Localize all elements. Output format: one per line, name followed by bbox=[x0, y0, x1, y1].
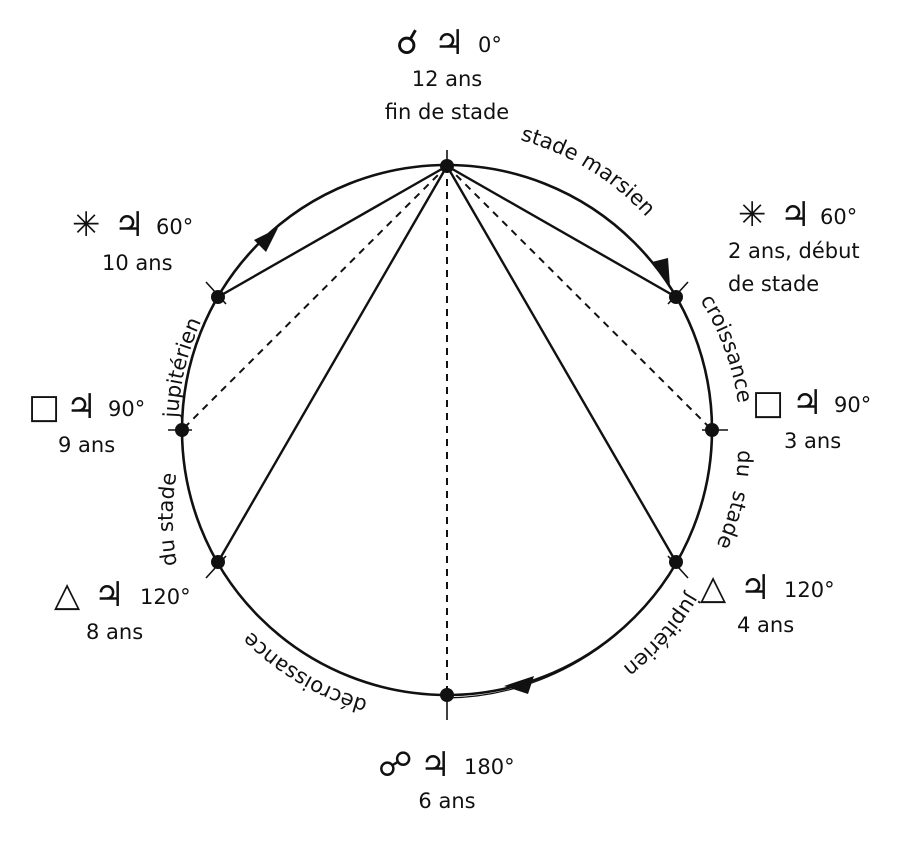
chord-top-to-left-120 bbox=[216, 165, 449, 563]
jupiter-icon: ♃ bbox=[66, 387, 96, 427]
point-0 bbox=[440, 159, 454, 173]
label-trine-waning: △ ♃ 120° 8 ans bbox=[54, 575, 191, 644]
chord-top-to-right-60 bbox=[446, 164, 677, 299]
angle-label: 0° bbox=[478, 33, 502, 57]
jupiter-icon: ♃ bbox=[94, 575, 124, 615]
label-square-waxing: □ ♃ 90° 3 ans bbox=[752, 383, 871, 453]
chord-top-to-left-90 bbox=[181, 165, 448, 431]
sextile-icon: ✳ bbox=[738, 195, 767, 235]
chord-top-to-left-60 bbox=[217, 164, 448, 299]
point-right-90 bbox=[705, 423, 719, 437]
label-conjunction: ☌ ♃ 0° 12 ans fin de stade bbox=[385, 23, 509, 124]
chord-top-to-right-120 bbox=[445, 165, 678, 563]
angle-label: 90° bbox=[834, 393, 871, 417]
arc-label-jupiterien-right: jupitérien bbox=[619, 589, 705, 682]
square-icon: □ bbox=[28, 387, 60, 427]
age-label: 10 ans bbox=[102, 251, 173, 275]
age-label: 9 ans bbox=[58, 433, 115, 457]
angle-label: 180° bbox=[464, 755, 515, 779]
note-label: de stade bbox=[728, 272, 819, 296]
age-label: 6 ans bbox=[418, 789, 475, 813]
cycle-double-arc bbox=[446, 562, 677, 699]
point-right-60 bbox=[669, 290, 683, 304]
jupiter-icon: ♃ bbox=[114, 205, 144, 245]
square-icon: □ bbox=[752, 383, 784, 423]
jupiter-icon: ♃ bbox=[780, 195, 810, 235]
age-label: 12 ans bbox=[412, 67, 483, 91]
angle-label: 120° bbox=[140, 585, 191, 609]
angle-label: 90° bbox=[108, 397, 145, 421]
label-square-waning: □ ♃ 90° 9 ans bbox=[28, 387, 145, 457]
sextile-icon: ✳ bbox=[72, 205, 101, 245]
jupiter-icon: ♃ bbox=[420, 745, 450, 785]
age-label: 8 ans bbox=[86, 620, 143, 644]
jupiter-icon: ♃ bbox=[792, 383, 822, 423]
chord-top-to-right-90 bbox=[446, 165, 713, 431]
point-right-120 bbox=[669, 555, 683, 569]
note-label: fin de stade bbox=[385, 100, 509, 124]
label-trine-waxing: △ ♃ 120° 4 ans bbox=[700, 568, 835, 637]
age-label: 4 ans bbox=[737, 613, 794, 637]
arc-label-stade-right: stade bbox=[712, 489, 753, 553]
arc-label-jupiterien-left: jupitérien bbox=[159, 314, 206, 420]
trine-icon: △ bbox=[54, 575, 81, 615]
age-label: 3 ans bbox=[784, 429, 841, 453]
jupiter-icon: ♃ bbox=[434, 23, 464, 63]
angle-label: 120° bbox=[784, 578, 835, 602]
angle-label: 60° bbox=[820, 205, 857, 229]
trine-icon: △ bbox=[700, 568, 727, 608]
arrow-bottom-right bbox=[504, 676, 534, 694]
arc-label-croissance: croissance bbox=[696, 290, 757, 404]
age-label: 2 ans, début bbox=[728, 239, 860, 263]
label-sextile-waning: ✳ ♃ 60° 10 ans bbox=[72, 205, 193, 275]
point-left-60 bbox=[211, 290, 225, 304]
arrow-right-upper bbox=[652, 258, 670, 286]
point-left-120 bbox=[211, 555, 225, 569]
label-sextile-waxing: ✳ ♃ 60° 2 ans, début de stade bbox=[728, 195, 860, 296]
point-left-90 bbox=[175, 423, 189, 437]
arrow-left-upper bbox=[254, 228, 278, 252]
arc-label-decroissance: décroissance bbox=[238, 628, 370, 719]
angle-label: 60° bbox=[156, 215, 193, 239]
arc-label-du-stade-left: du stade bbox=[154, 471, 182, 568]
conjunction-icon: ☌ bbox=[396, 23, 419, 63]
point-180 bbox=[440, 688, 454, 702]
jupiter-icon: ♃ bbox=[740, 568, 770, 608]
label-opposition: ☍ ♃ 180° 6 ans bbox=[378, 745, 515, 813]
opposition-icon: ☍ bbox=[378, 745, 412, 785]
arc-label-du-right: du bbox=[731, 450, 757, 478]
